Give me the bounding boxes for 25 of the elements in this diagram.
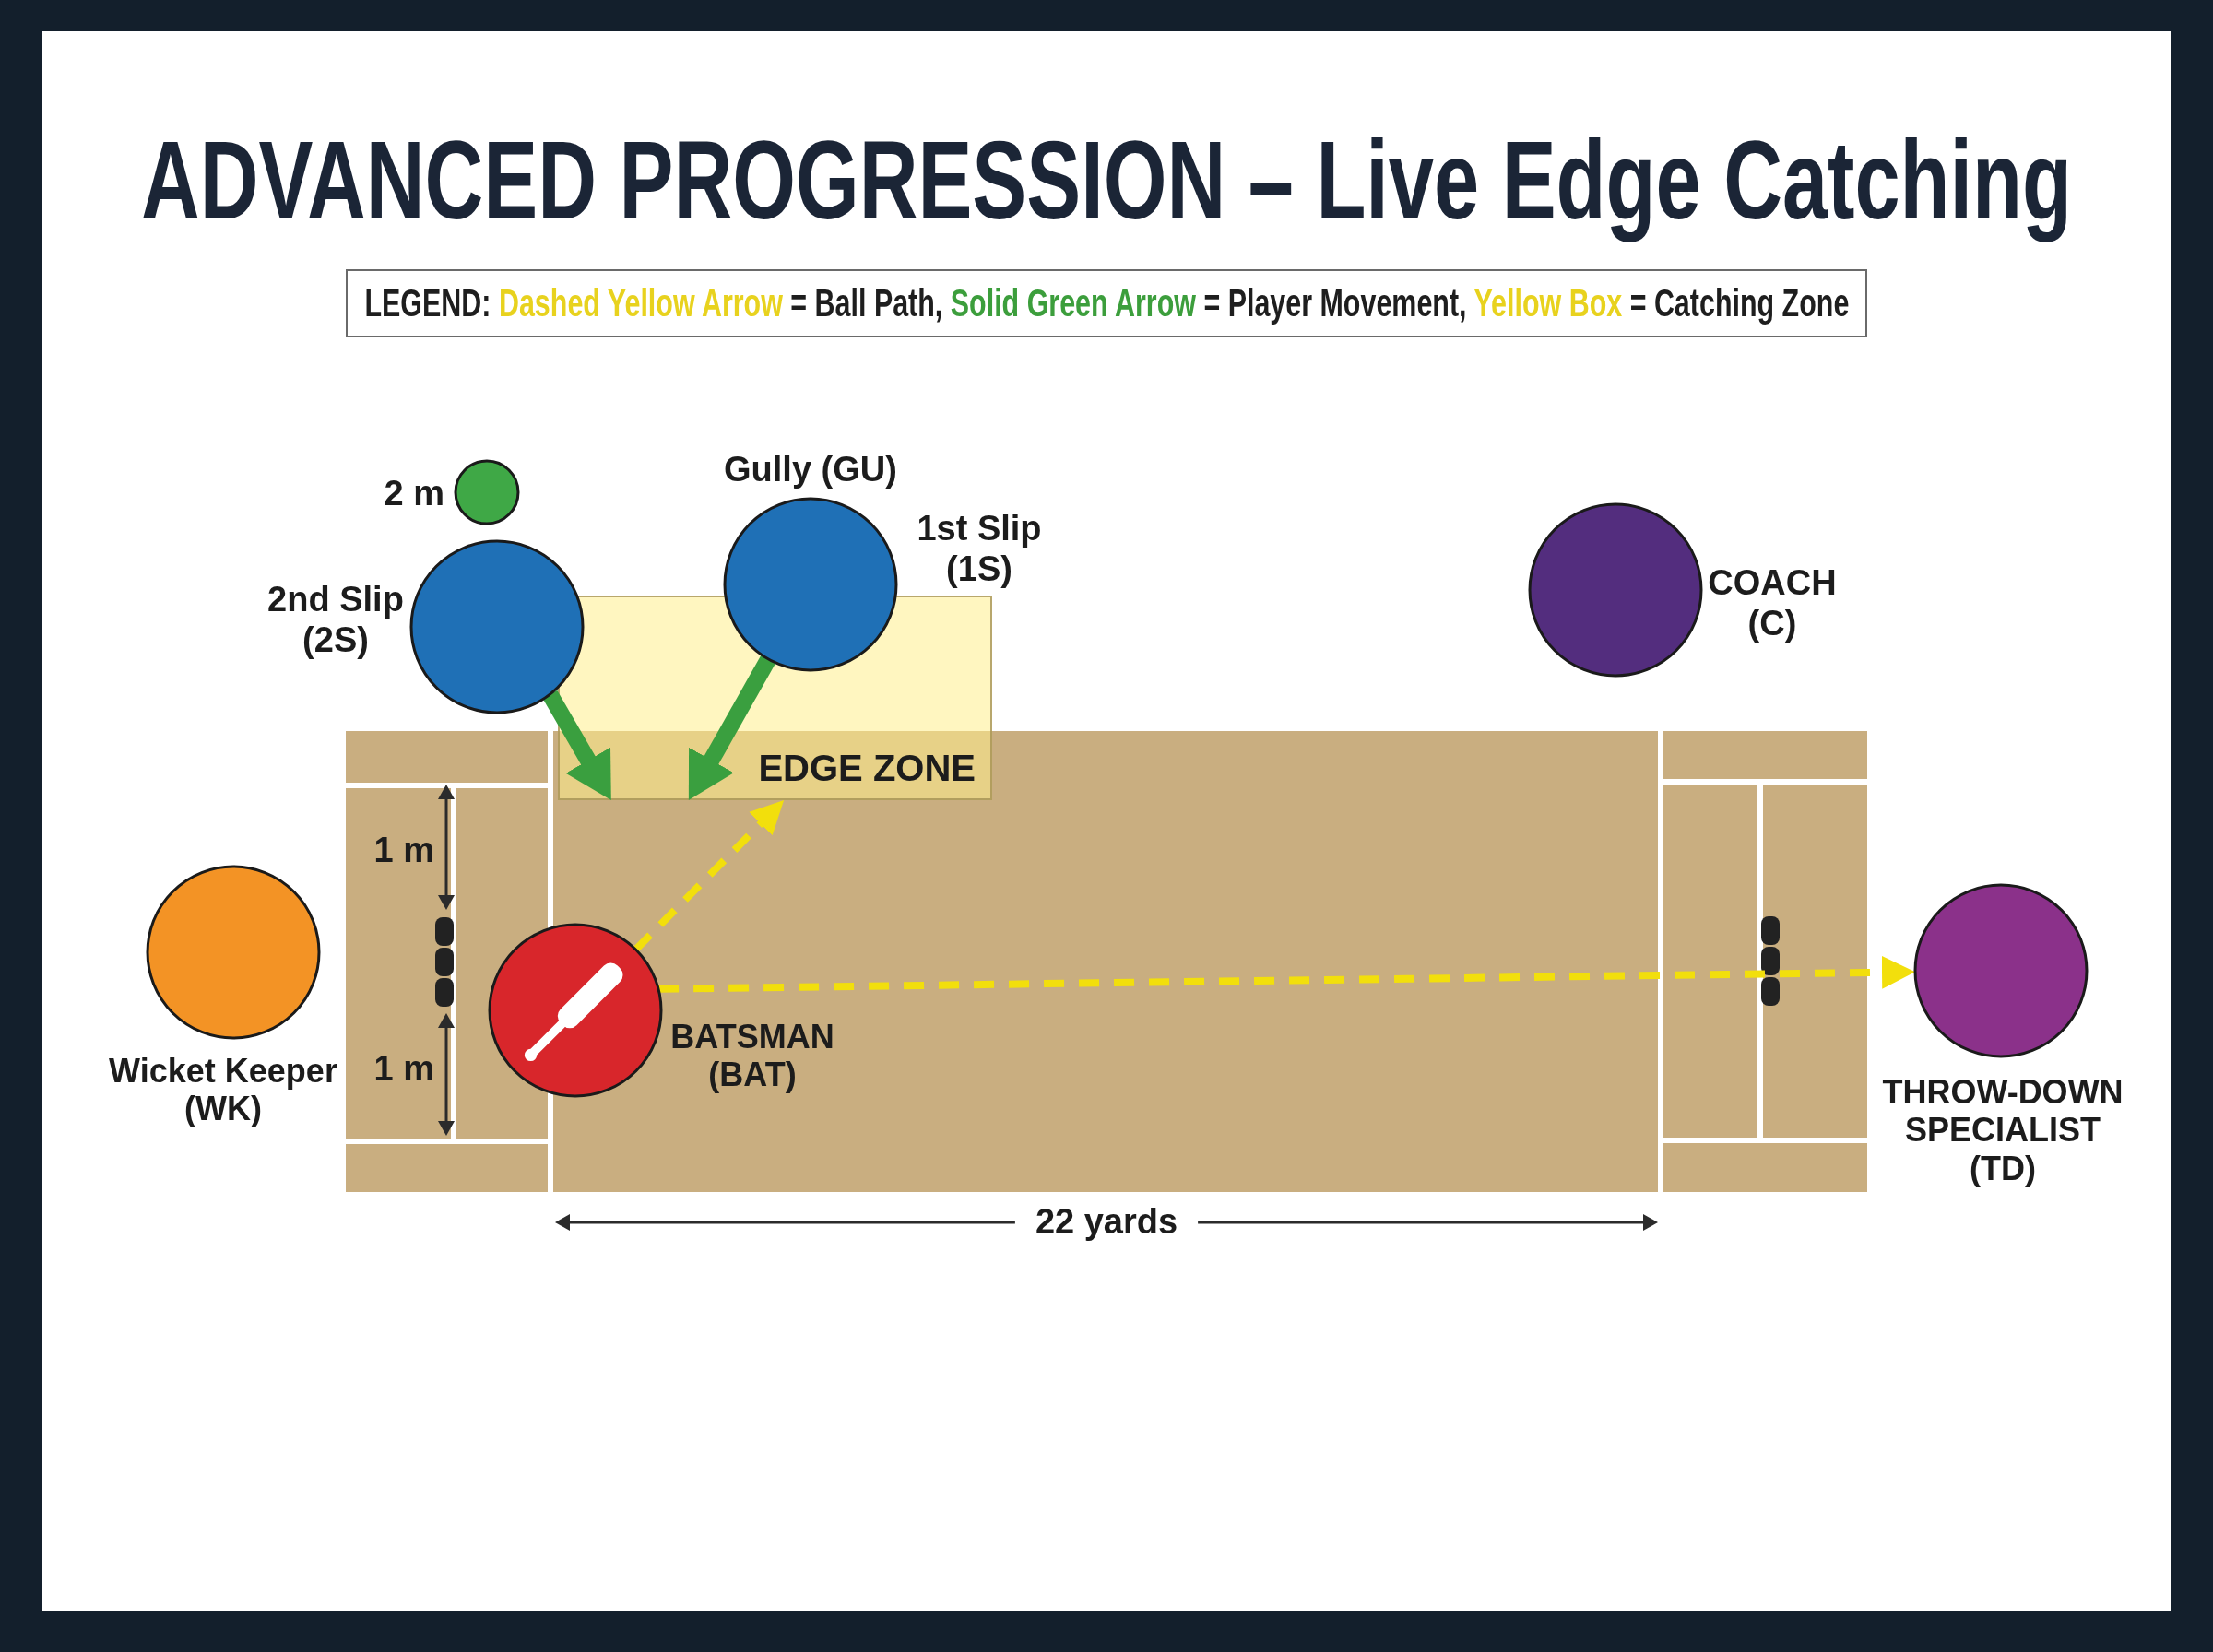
- arrow: [688, 655, 776, 801]
- dashed-arrow: [658, 955, 1915, 993]
- position-label: BATSMAN (BAT): [669, 1017, 835, 1094]
- position-label: THROW-DOWN SPECIALIST (TD): [1881, 1072, 2124, 1188]
- distance-label: 2 m: [383, 474, 444, 514]
- arrow: [542, 690, 611, 801]
- dimension-label: 22 yards: [1035, 1202, 1178, 1243]
- legend-text: LEGEND:: [364, 281, 491, 324]
- legend-text: = Catching Zone: [1629, 281, 1849, 324]
- dashed-arrow: [633, 800, 785, 952]
- position-label: Wicket Keeper (WK): [108, 1051, 338, 1128]
- position-label: COACH (C): [1707, 563, 1838, 644]
- diagram-title: ADVANCED PROGRESSION – Live Edge Catching: [141, 117, 2072, 244]
- catching-zone: [558, 596, 992, 800]
- position-label: Gully (GU): [723, 450, 898, 490]
- legend-key: Dashed Yellow Arrow: [498, 281, 783, 324]
- legend-text: = Player Movement,: [1203, 281, 1467, 324]
- position-label: 1st Slip (1S): [916, 509, 1043, 590]
- zone-label: EDGE ZONE: [758, 747, 976, 789]
- dimension-label: 1 m: [373, 1049, 434, 1090]
- position-label: 2nd Slip (2S): [266, 580, 405, 661]
- dimension-label: 1 m: [373, 831, 434, 871]
- legend-text: = Ball Path,: [789, 281, 942, 324]
- legend-key: Solid Green Arrow: [950, 281, 1196, 324]
- legend-key: Yellow Box: [1473, 281, 1622, 324]
